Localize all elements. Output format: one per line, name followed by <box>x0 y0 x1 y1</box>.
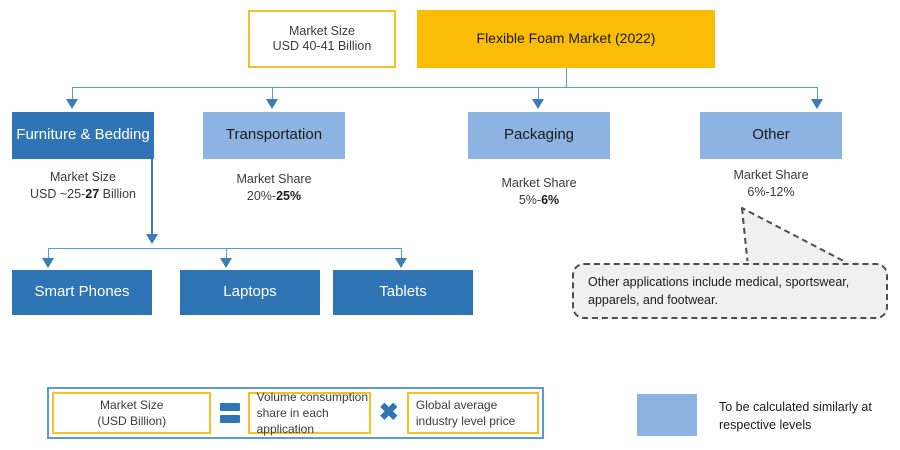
multiply-icon: ✖ <box>371 392 407 434</box>
metric-packaging-label: Market Share <box>501 176 577 190</box>
metric-packaging-value-bold: 6% <box>541 192 560 207</box>
arrow-smartphones <box>42 258 54 268</box>
metric-other: Market Share 6%-12% <box>688 167 854 201</box>
node-furniture-bedding[interactable]: Furniture & Bedding <box>12 112 154 159</box>
connector-level3-bus <box>48 248 401 249</box>
formula-box3-text: Global average industry level price <box>415 397 516 428</box>
arrow-furniture <box>66 99 78 109</box>
connector-drop-other <box>817 87 818 101</box>
connector-level2-bus <box>72 87 817 88</box>
metric-furniture-value-plain: USD ~25- <box>30 186 86 201</box>
formula-box-global-price: Global average industry level price <box>406 392 539 434</box>
equals-glyph <box>219 401 240 425</box>
arrow-packaging <box>532 99 544 109</box>
connector-drop-smartphones <box>48 248 49 260</box>
metric-packaging-value-plain: 5%- <box>518 192 542 207</box>
diagram-title-box: Flexible Foam Market (2022) <box>417 10 715 68</box>
metric-furniture-bedding: Market Size USD ~25-27 Billion <box>0 169 166 203</box>
metric-transportation-value-bold: 25% <box>276 188 302 203</box>
legend-color-swatch <box>637 394 697 436</box>
connector-drop-furniture <box>72 87 73 101</box>
metric-packaging-value: 5%-6% <box>456 192 622 209</box>
arrow-furniture-down <box>146 234 158 244</box>
equals-bar-top <box>219 403 240 411</box>
node-other[interactable]: Other <box>700 112 842 159</box>
metric-transportation: Market Share 20%-25% <box>191 171 357 205</box>
connector-drop-transportation <box>272 87 273 101</box>
formula-box1-line1: Market Size <box>100 397 164 412</box>
metric-transportation-label: Market Share <box>236 172 312 186</box>
connector-drop-tablets <box>401 248 402 260</box>
formula-box1-text: Market Size (USD Billion) <box>97 397 166 429</box>
connector-furniture-down <box>151 159 153 237</box>
metric-other-value: 6%-12% <box>747 184 795 199</box>
formula-box-market-size: Market Size (USD Billion) <box>52 392 212 434</box>
legend-description: To be calculated similarly at respective… <box>719 400 872 433</box>
market-size-top-line2: USD 40-41 Billion <box>272 39 372 53</box>
node-transportation[interactable]: Transportation <box>203 112 345 159</box>
equals-icon <box>211 392 247 434</box>
node-laptops[interactable]: Laptops <box>180 270 320 315</box>
metric-other-label: Market Share <box>733 168 809 182</box>
metric-furniture-label: Market Size <box>50 170 116 184</box>
arrow-transportation <box>266 99 278 109</box>
connector-drop-packaging <box>538 87 539 101</box>
metric-transportation-value: 20%-25% <box>191 188 357 205</box>
arrow-tablets <box>395 258 407 268</box>
node-smart-phones[interactable]: Smart Phones <box>12 270 152 315</box>
equals-bar-bottom <box>219 415 240 423</box>
callout-text: Other applications include medical, spor… <box>588 274 850 307</box>
node-tablets[interactable]: Tablets <box>333 270 473 315</box>
node-packaging[interactable]: Packaging <box>468 112 610 159</box>
market-size-top-box: Market Size USD 40-41 Billion <box>248 10 396 68</box>
metric-furniture-value-tail: Billion <box>99 186 136 201</box>
metric-transportation-value-plain: 20%- <box>246 188 277 203</box>
callout-other-applications: Other applications include medical, spor… <box>572 263 888 319</box>
connector-drop-laptops <box>226 248 227 260</box>
metric-packaging: Market Share 5%-6% <box>456 175 622 209</box>
market-size-top-line1: Market Size <box>288 23 355 38</box>
formula-legend: Market Size (USD Billion) Volume consump… <box>47 387 544 439</box>
multiply-glyph: ✖ <box>378 399 399 426</box>
arrow-laptops <box>220 258 232 268</box>
arrow-other <box>811 99 823 109</box>
callout-tail-icon <box>740 207 860 267</box>
market-size-top-text: Market Size USD 40-41 Billion <box>273 24 372 55</box>
formula-box-volume-share: Volume consumption share in each applica… <box>247 390 371 436</box>
metric-furniture-value-bold: 27 <box>85 186 100 201</box>
formula-box1-line2: (USD Billion) <box>97 414 167 428</box>
connector-title-stub <box>566 68 567 87</box>
metric-furniture-value: USD ~25-27 Billion <box>0 186 166 203</box>
formula-box2-text: Volume consumption share in each applica… <box>256 389 369 437</box>
